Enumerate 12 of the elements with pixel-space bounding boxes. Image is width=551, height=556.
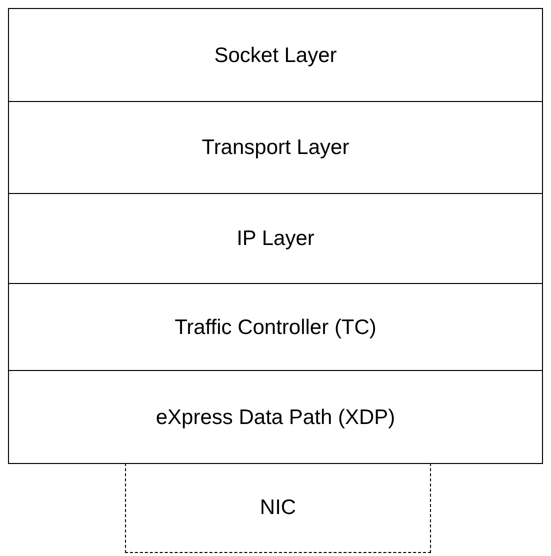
layer-label: Transport Layer <box>202 135 350 161</box>
layer-label: IP Layer <box>236 226 314 252</box>
layer-box <box>8 101 543 194</box>
dashed-layer-box <box>125 463 431 553</box>
layer-box <box>8 193 543 284</box>
layer-box <box>8 283 543 371</box>
layer-box <box>8 370 543 464</box>
layer-label: eXpress Data Path (XDP) <box>156 404 396 430</box>
layer-label: Socket Layer <box>214 42 337 68</box>
layer-box <box>8 8 543 102</box>
layer-label: Traffic Controller (TC) <box>174 314 376 340</box>
layer-label: NIC <box>260 495 296 521</box>
